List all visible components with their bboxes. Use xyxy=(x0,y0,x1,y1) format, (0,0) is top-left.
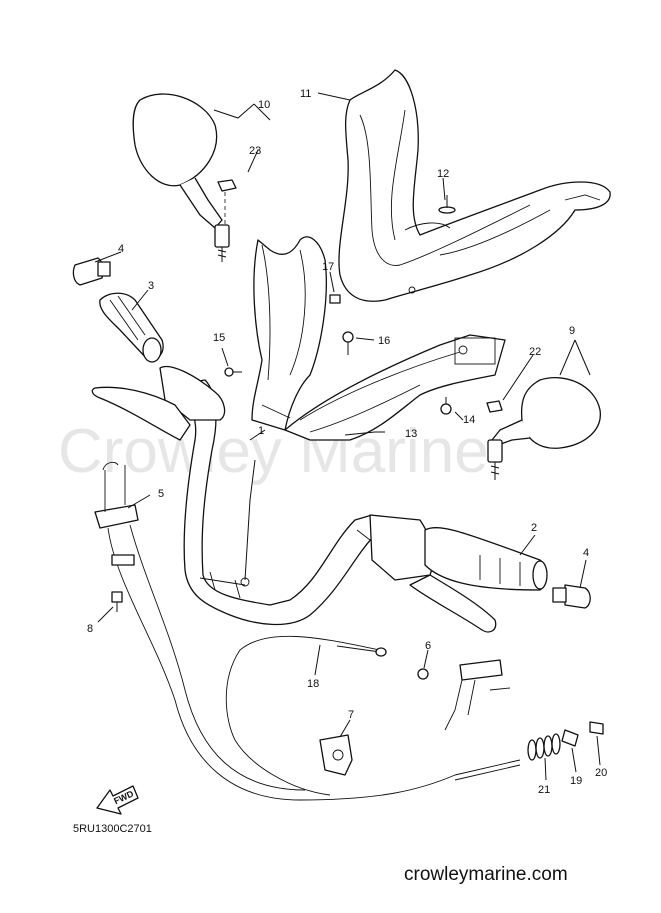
leader-lines xyxy=(94,92,601,781)
callout-2: 2 xyxy=(531,522,537,534)
callout-18: 18 xyxy=(307,678,319,690)
callout-4-right: 4 xyxy=(583,547,589,559)
website-link[interactable]: crowleymarine.com xyxy=(404,864,568,885)
callout-23: 23 xyxy=(249,145,261,157)
callout-13: 13 xyxy=(405,428,417,440)
part-bar-end-left[interactable] xyxy=(72,257,111,286)
part-right-grip[interactable] xyxy=(424,527,548,591)
part-screw-8[interactable] xyxy=(111,591,123,612)
diagram-code: 5RU1300C2701 xyxy=(73,823,152,835)
callout-15: 15 xyxy=(213,332,225,344)
part-right-lever-housing[interactable] xyxy=(356,514,497,633)
callout-16: 16 xyxy=(378,335,390,347)
callout-6: 6 xyxy=(425,640,431,652)
callout-3: 3 xyxy=(148,280,154,292)
callout-22: 22 xyxy=(529,346,541,358)
callout-10: 10 xyxy=(258,99,270,111)
callout-19: 19 xyxy=(570,775,582,787)
callout-21: 21 xyxy=(538,784,550,796)
part-brake-cable[interactable] xyxy=(225,635,387,796)
part-cable-junction[interactable] xyxy=(417,659,511,731)
part-bar-end-right[interactable] xyxy=(552,584,591,609)
part-left-grip[interactable] xyxy=(99,292,164,363)
callout-8: 8 xyxy=(87,623,93,635)
callout-9: 9 xyxy=(569,325,575,337)
part-inner-cover-front[interactable] xyxy=(251,236,327,431)
part-bolt-16[interactable] xyxy=(342,331,354,355)
part-right-mirror-nut[interactable] xyxy=(486,400,503,413)
callout-17: 17 xyxy=(322,261,334,273)
part-mirror-nut[interactable] xyxy=(217,179,237,192)
part-handlebar-lower-cover[interactable] xyxy=(284,334,506,441)
part-cover-screw[interactable] xyxy=(438,195,456,214)
callout-11: 11 xyxy=(300,88,311,100)
watermark-text: Crowley Marine xyxy=(58,417,489,486)
callout-4-left: 4 xyxy=(118,243,124,255)
part-spring[interactable] xyxy=(527,733,561,761)
part-left-lever-housing[interactable] xyxy=(91,366,226,441)
part-adjuster-20[interactable] xyxy=(589,721,604,735)
fwd-arrow-icon: FWD xyxy=(96,785,139,815)
callout-7: 7 xyxy=(348,709,354,721)
part-throttle-cables[interactable] xyxy=(107,524,521,801)
part-cable-clamp[interactable] xyxy=(319,734,353,776)
part-cable-bracket[interactable] xyxy=(94,461,139,529)
part-handlebar[interactable] xyxy=(174,379,376,626)
part-bolt-14[interactable] xyxy=(440,397,452,415)
callout-5: 5 xyxy=(158,488,164,500)
part-left-mirror[interactable] xyxy=(132,93,230,262)
callout-20: 20 xyxy=(595,767,607,779)
callout-1: 1 xyxy=(258,425,264,437)
part-adjuster-19[interactable] xyxy=(561,729,579,747)
part-handlebar-upper-cover[interactable] xyxy=(338,69,611,302)
part-bolt-15[interactable] xyxy=(224,367,242,377)
callout-14: 14 xyxy=(463,414,475,426)
part-cover-clip[interactable] xyxy=(329,294,341,304)
part-right-mirror[interactable] xyxy=(487,376,601,480)
callout-labels: 10 23 11 12 17 16 15 4 3 9 22 14 13 1 2 … xyxy=(87,88,607,796)
callout-12: 12 xyxy=(437,168,449,180)
